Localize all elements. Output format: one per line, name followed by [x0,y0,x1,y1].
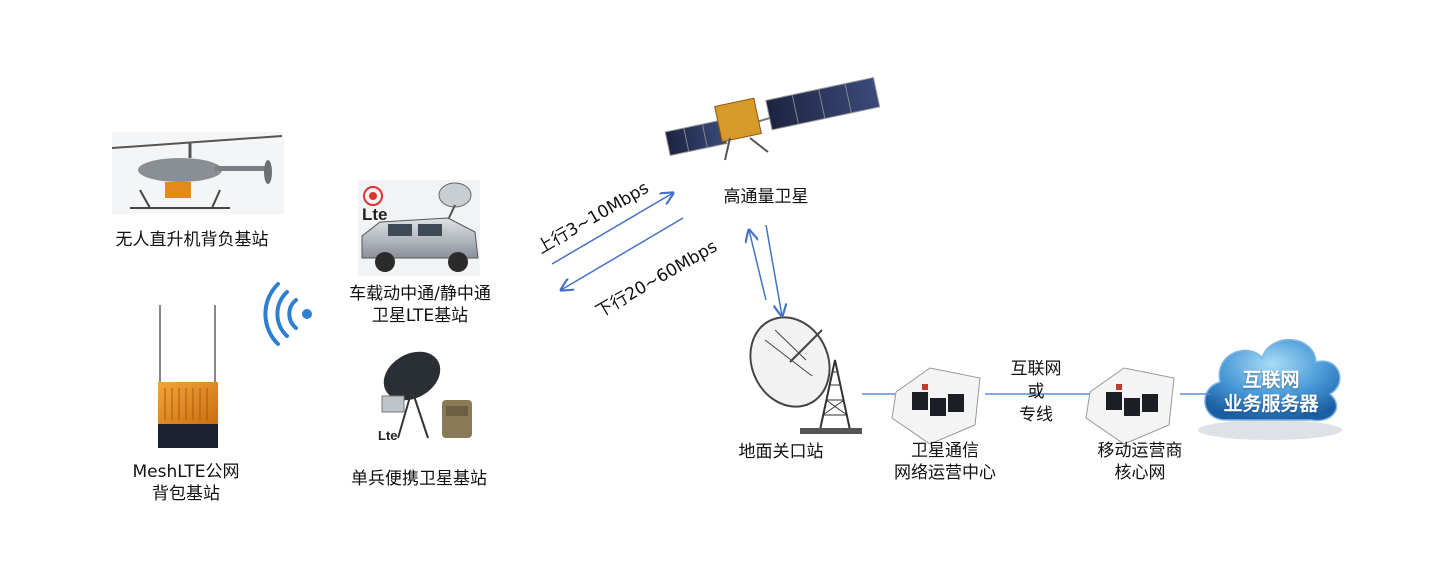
internet-cloud-icon [1198,339,1342,440]
vehicle-lte-badge: Lte [362,205,388,224]
mesh-backpack-label-line2: 背包基站 [152,484,220,504]
uav-helicopter-image [111,132,284,214]
vehicle-station-label-line1: 车载动中通/静中通 [349,284,491,304]
sat-ops-center-image [891,367,981,445]
mesh-backpack-label-line1: MeshLTE公网 [132,462,240,482]
portable-station-label: 单兵便携卫星基站 [351,469,487,489]
ground-gateway-label: 地面关口站 [738,442,824,462]
portable-station-image [381,351,472,439]
mobile-core-label: 移动运营商 核心网 [1080,440,1200,484]
mobile-core-label-line2: 核心网 [1114,463,1166,483]
internet-cloud-label-line2: 业务服务器 [1223,393,1319,415]
vehicle-station-image [358,180,480,276]
wireless-signal-icon [263,282,312,346]
downlink-arrow [561,217,684,290]
internet-or-private-line-label-line2: 或 [1027,382,1045,402]
vehicle-station-label-line2: 卫星LTE基站 [371,306,469,326]
sat-to-gateway-arrow [765,224,782,316]
internet-or-private-line-label-line3: 专线 [1019,405,1053,425]
vehicle-station-label: 车载动中通/静中通 卫星LTE基站 [330,283,510,327]
internet-cloud-label: 互联网 业务服务器 [1216,368,1326,416]
ground-gateway-image [749,316,862,434]
sat-ops-center-label: 卫星通信 网络运营中心 [880,440,1010,484]
mobile-core-label-line1: 移动运营商 [1097,441,1183,461]
mesh-backpack-image [158,305,218,448]
gateway-to-sat-arrow [749,230,767,301]
sat-ops-center-label-line2: 网络运营中心 [894,463,996,483]
mobile-core-image [1085,367,1175,445]
sat-ops-center-label-line1: 卫星通信 [911,441,979,461]
uplink-arrow [551,193,673,265]
link-arrows [551,193,782,316]
portable-lte-badge: Lte [378,428,398,443]
internet-or-private-line-label-line1: 互联网 [1010,359,1062,379]
satellite-image [664,76,881,161]
satellite-label: 高通量卫星 [723,187,809,207]
internet-or-private-line-label: 互联网 或 专线 [998,358,1074,427]
downlink-label: 下行20~60Mbps [593,237,721,323]
uav-helicopter-label: 无人直升机背负基站 [115,230,269,250]
mesh-backpack-label: MeshLTE公网 背包基站 [112,461,260,505]
internet-cloud-label-line1: 互联网 [1242,369,1300,391]
